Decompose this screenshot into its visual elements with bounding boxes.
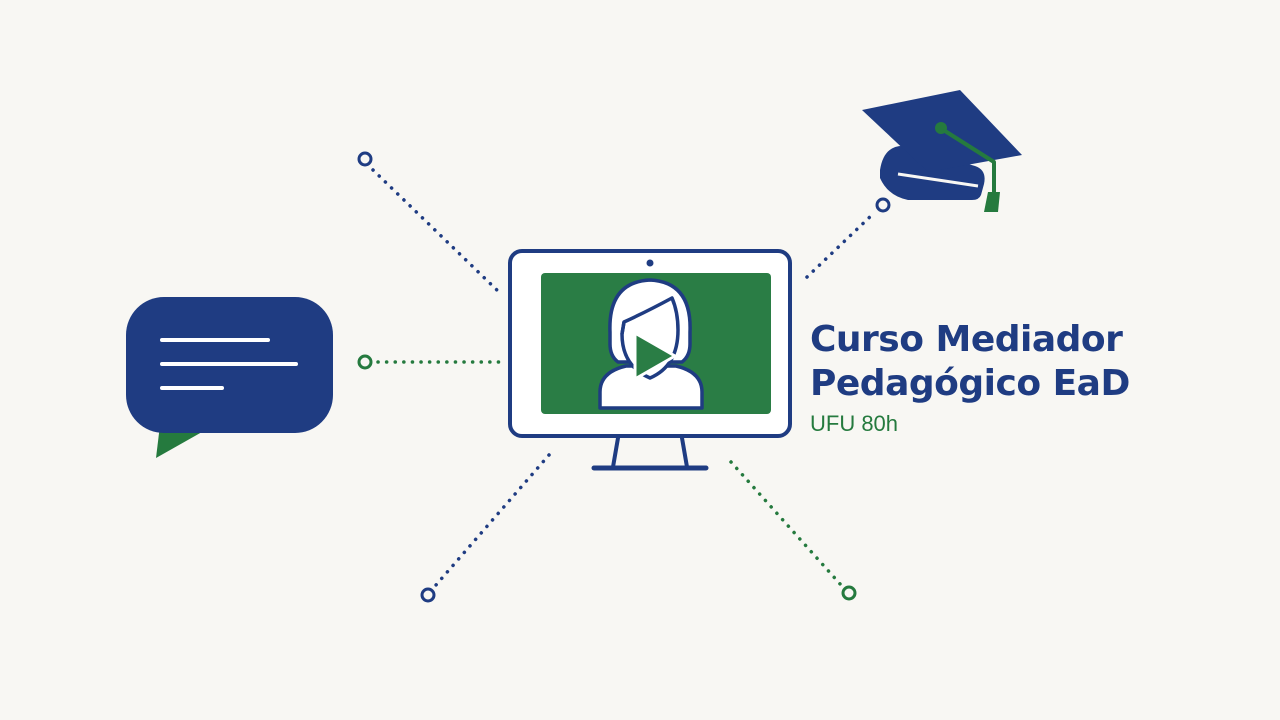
course-title-block: Curso Mediador Pedagógico EaD UFU 80h [810,318,1250,438]
play-icon[interactable] [633,331,677,381]
connector-top-right [805,197,891,279]
course-title-line-2: Pedagógico EaD [810,363,1130,404]
course-title-line-1: Curso Mediador [810,319,1123,360]
connector-left [357,354,504,370]
chat-bubble-icon [126,297,333,458]
course-subtitle: UFU 80h [810,411,899,436]
graduation-cap-icon [862,90,1022,212]
connector-bottom-right [729,460,857,601]
monitor-icon [508,249,792,471]
person-avatar-icon [598,278,704,410]
connector-top-left [357,151,502,295]
connector-bottom-left [420,453,551,603]
